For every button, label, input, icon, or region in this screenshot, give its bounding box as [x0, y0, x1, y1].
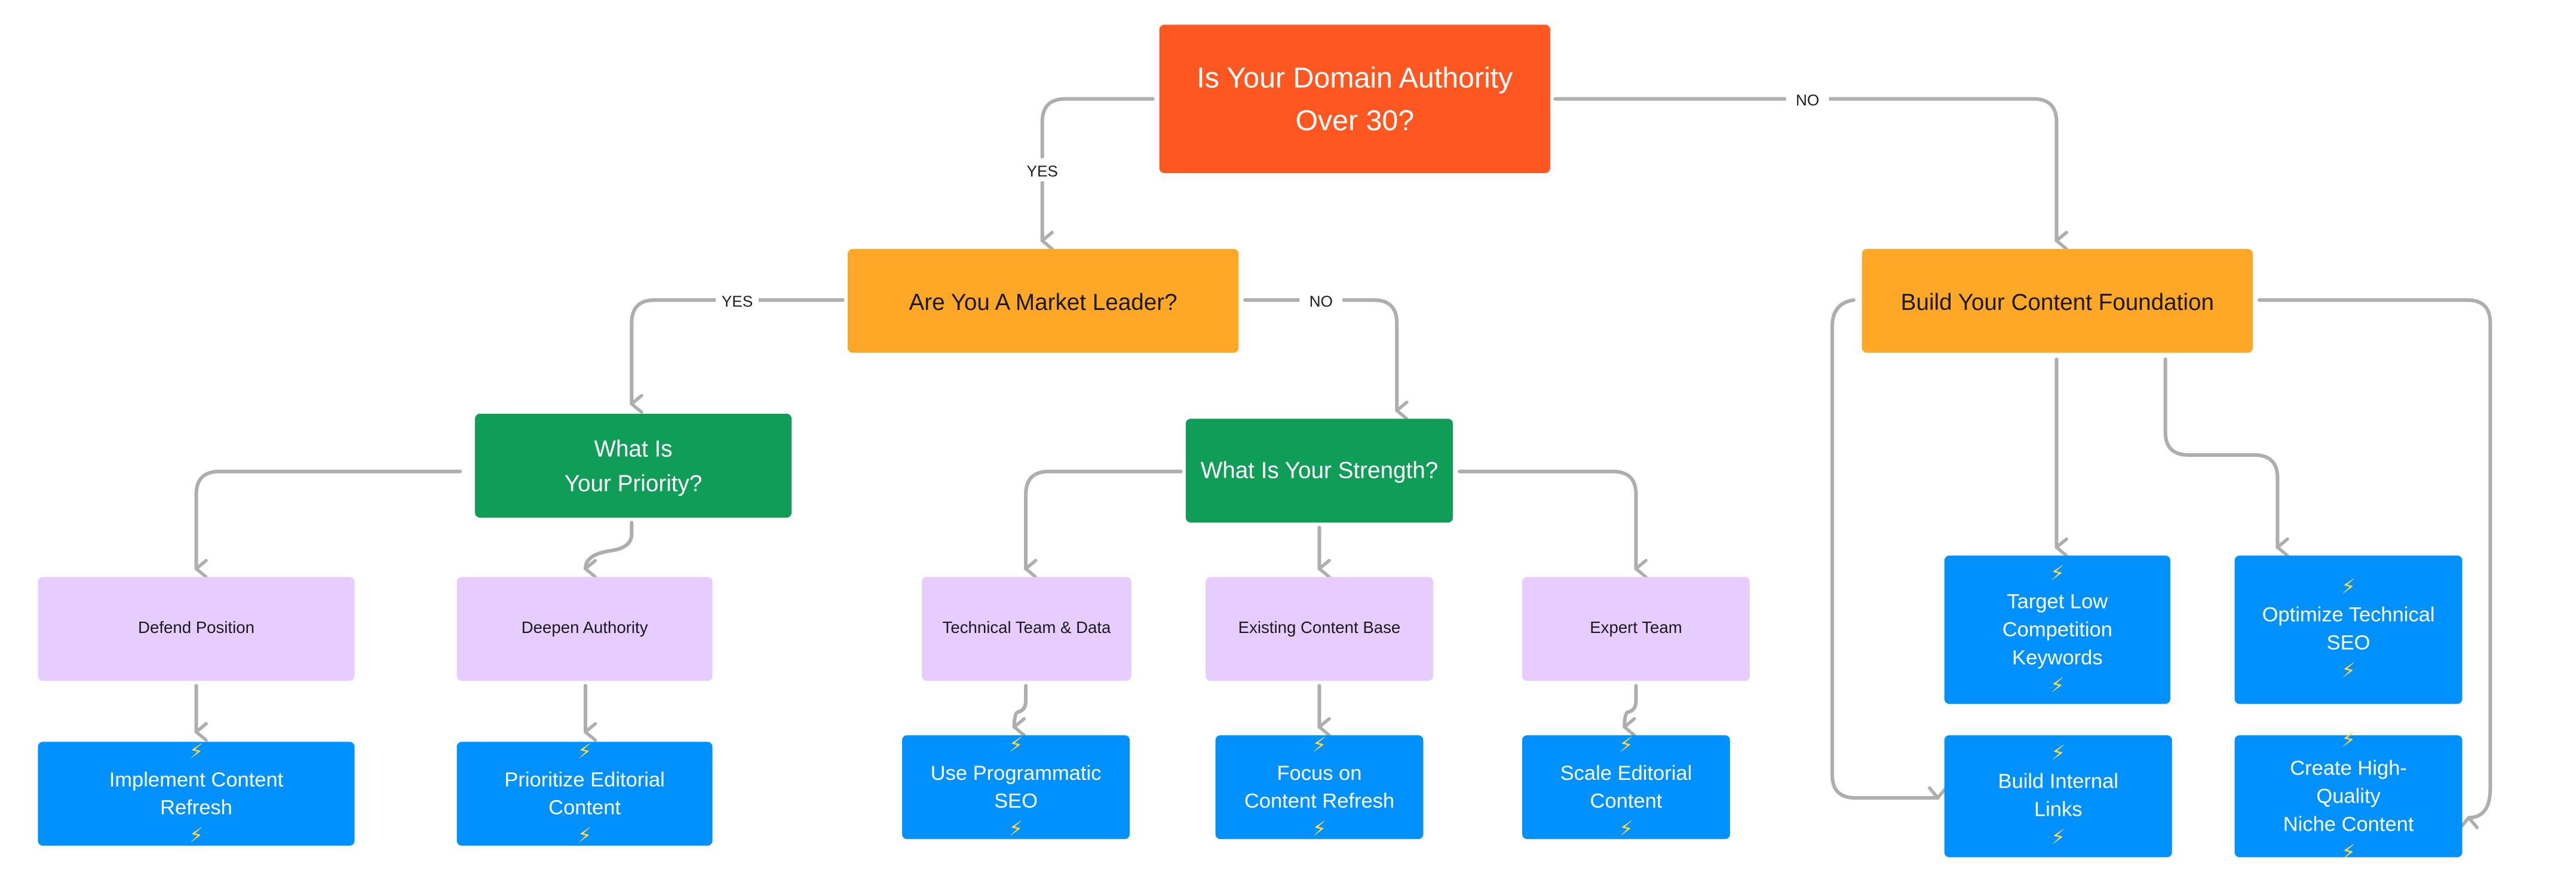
lightning-bolt-icon: ⚡ [2341, 575, 2356, 599]
focus-refresh-line-2: Content Refresh [1244, 788, 1395, 812]
defend-position-label: Defend Position [138, 619, 254, 638]
lightning-bolt-icon: ⚡ [1312, 816, 1327, 840]
lightning-bolt-icon: ⚡ [189, 823, 204, 847]
strength-question-node[interactable]: What Is Your Strength? [1185, 419, 1453, 523]
lightning-bolt-icon: ⚡ [2341, 727, 2356, 751]
edge-label-root-yes: YES [1026, 162, 1057, 180]
implement-refresh-node[interactable]: ⚡ Implement Content Refresh ⚡ [38, 739, 355, 847]
strength-label: What Is Your Strength? [1200, 456, 1439, 483]
edge-foundation-niche-content [2257, 298, 2492, 829]
internal-links-node[interactable]: ⚡ Build Internal Links ⚡ [1944, 735, 2172, 858]
edge-strength-expert [1458, 469, 1648, 579]
existing-content-node[interactable]: Existing Content Base [1205, 577, 1433, 681]
programmatic-seo-line-1: Use Programmatic [930, 761, 1102, 784]
technical-team-label: Technical Team & Data [942, 619, 1111, 638]
expert-team-label: Expert Team [1590, 619, 1682, 638]
edge-root-no [1553, 97, 2068, 251]
niche-content-line-3: Niche Content [2283, 812, 2414, 835]
lightning-bolt-icon: ⚡ [2050, 673, 2065, 697]
prioritize-editorial-node[interactable]: ⚡ Prioritize Editorial Content ⚡ [456, 739, 713, 847]
priority-line-1: What Is [594, 434, 673, 461]
edge-root-yes [1040, 97, 1155, 251]
prioritize-editorial-line-2: Content [548, 795, 621, 819]
edge-leader-yes [630, 298, 845, 414]
implement-refresh-line-1: Implement Content [109, 767, 284, 791]
lightning-bolt-icon: ⚡ [1008, 816, 1023, 840]
lightning-bolt-icon: ⚡ [577, 823, 592, 847]
prioritize-editorial-line-1: Prioritize Editorial [504, 767, 665, 791]
edge-priority-defend [194, 469, 462, 579]
internal-links-line-1: Build Internal [1998, 770, 2118, 793]
edge-leader-no [1243, 298, 1409, 420]
scale-editorial-line-2: Content [1590, 788, 1663, 812]
niche-content-line-1: Create High- [2290, 755, 2407, 779]
edge-label-root-no: NO [1796, 91, 1819, 109]
lightning-bolt-icon: ⚡ [1618, 733, 1634, 756]
deepen-authority-label: Deepen Authority [521, 619, 648, 638]
deepen-authority-node[interactable]: Deepen Authority [456, 577, 713, 681]
content-foundation-label: Build Your Content Foundation [1900, 287, 2215, 314]
edge-priority-deepen [583, 521, 634, 579]
niche-content-line-2: Quality [2316, 783, 2381, 807]
lightning-bolt-icon: ⚡ [2051, 826, 2066, 849]
defend-position-node[interactable]: Defend Position [38, 577, 355, 681]
content-foundation-node[interactable]: Build Your Content Foundation [1862, 248, 2253, 353]
existing-content-label: Existing Content Base [1238, 619, 1401, 638]
edge-technical-programmatic [1012, 684, 1028, 737]
internal-links-line-2: Links [2034, 798, 2083, 821]
root-question-node[interactable]: Is Your Domain Authority Over 30? [1159, 24, 1550, 173]
lightning-bolt-icon: ⚡ [2050, 561, 2065, 585]
scale-editorial-node[interactable]: ⚡ Scale Editorial Content ⚡ [1522, 733, 1730, 840]
lightning-bolt-icon: ⚡ [1312, 733, 1327, 756]
programmatic-seo-node[interactable]: ⚡ Use Programmatic SEO ⚡ [902, 733, 1130, 840]
market-leader-label: Are You A Market Leader? [909, 287, 1177, 314]
edge-expert-scale [1623, 684, 1638, 737]
niche-content-node[interactable]: ⚡ Create High- Quality Niche Content ⚡ [2234, 728, 2462, 863]
lightning-bolt-icon: ⚡ [2341, 840, 2356, 863]
priority-question-node[interactable]: What Is Your Priority? [475, 413, 792, 518]
implement-refresh-line-2: Refresh [160, 795, 232, 819]
focus-refresh-line-1: Focus on [1277, 761, 1362, 784]
market-leader-node[interactable]: Are You A Market Leader? [847, 248, 1239, 353]
lightning-bolt-icon: ⚡ [1618, 816, 1634, 840]
focus-refresh-node[interactable]: ⚡ Focus on Content Refresh ⚡ [1215, 733, 1424, 840]
lightning-bolt-icon: ⚡ [2051, 742, 2066, 765]
technical-seo-line-1: Optimize Technical [2262, 603, 2435, 627]
edge-foundation-technical-seo [2163, 357, 2289, 558]
edge-label-leader-yes: YES [722, 292, 753, 310]
lightning-bolt-icon: ⚡ [189, 739, 204, 763]
edge-strength-technical [1024, 469, 1183, 579]
edge-foundation-internal-links [1830, 298, 1948, 800]
priority-line-2: Your Priority? [564, 469, 703, 496]
lightning-bolt-icon: ⚡ [2341, 659, 2356, 683]
technical-seo-line-2: SEO [2326, 631, 2370, 654]
technical-seo-node[interactable]: ⚡ Optimize Technical SEO ⚡ [2234, 555, 2462, 704]
technical-team-node[interactable]: Technical Team & Data [922, 577, 1131, 681]
low-competition-node[interactable]: ⚡ Target Low Competition Keywords ⚡ [1944, 555, 2170, 704]
root-question-line-2: Over 30? [1295, 103, 1415, 137]
lightning-bolt-icon: ⚡ [1008, 733, 1023, 756]
low-competition-line-2: Competition [2002, 617, 2112, 641]
lightning-bolt-icon: ⚡ [577, 739, 592, 763]
expert-team-node[interactable]: Expert Team [1522, 577, 1750, 681]
edge-label-leader-no: NO [1310, 292, 1333, 310]
low-competition-line-1: Target Low [2007, 589, 2108, 613]
scale-editorial-line-1: Scale Editorial [1560, 761, 1692, 784]
root-question-line-1: Is Your Domain Authority [1197, 61, 1513, 94]
low-competition-line-3: Keywords [2012, 645, 2103, 669]
programmatic-seo-line-2: SEO [994, 788, 1038, 812]
